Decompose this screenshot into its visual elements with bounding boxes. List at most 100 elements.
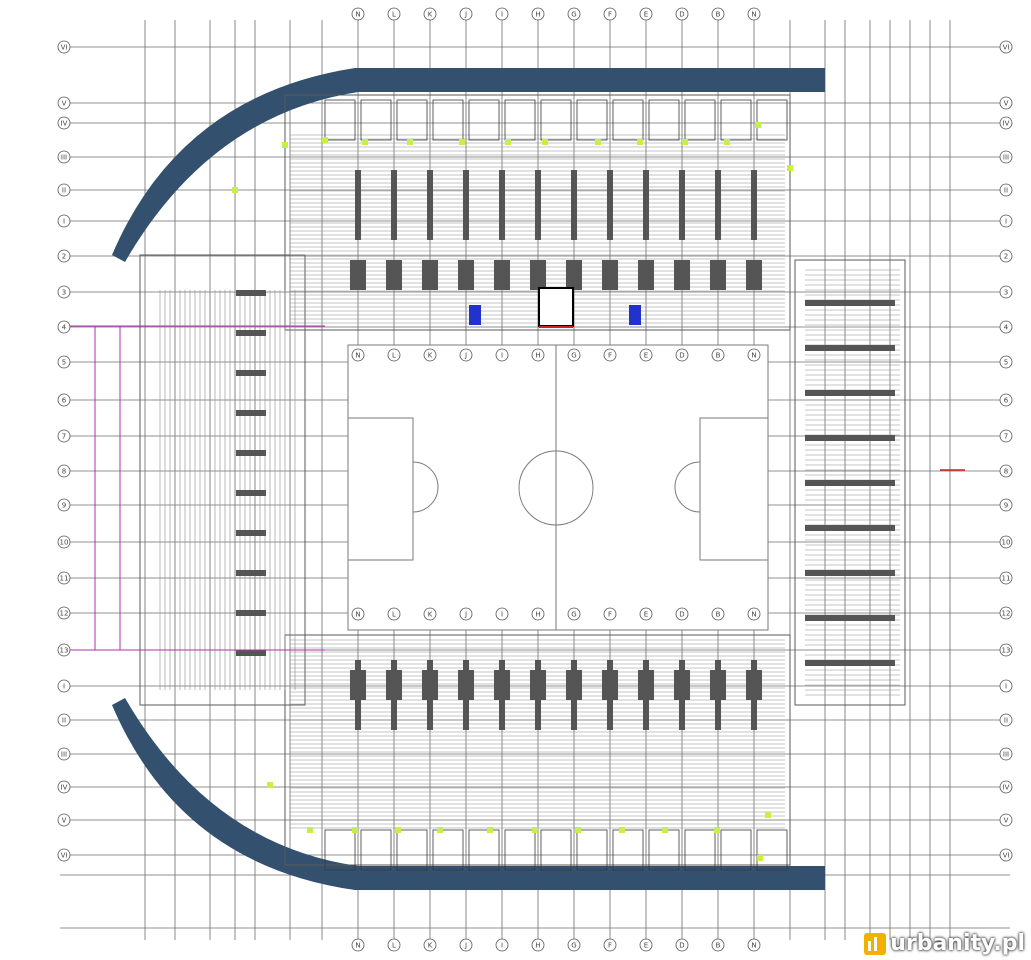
green-marker [714, 827, 720, 833]
grid-label-text: 9 [1004, 502, 1008, 510]
grid-label-text: H [535, 942, 540, 950]
grid-label: K [423, 348, 437, 362]
green-marker [662, 827, 668, 833]
grid-label: B [711, 938, 725, 952]
grid-label: IV [57, 116, 71, 130]
grid-label-text: K [428, 611, 433, 619]
kiosk-box [720, 829, 752, 871]
pitch [347, 344, 769, 631]
grid-label-text: IV [1003, 784, 1010, 792]
grid-label: D [675, 938, 689, 952]
stair-block [751, 170, 757, 240]
grid-label: 11 [999, 571, 1013, 585]
grid-label: 7 [57, 429, 71, 443]
bar-chart-logo-icon [864, 932, 887, 955]
press-box [538, 287, 574, 327]
grid-label: B [711, 7, 725, 21]
grid-label: I [999, 679, 1013, 693]
kiosk-box [324, 829, 356, 871]
penalty-arc-right [674, 461, 701, 513]
grid-label: III [57, 747, 71, 761]
grid-label-text: 6 [62, 397, 67, 405]
stair-block [638, 260, 654, 290]
grid-label-text: 9 [62, 502, 66, 510]
grid-label-text: G [571, 11, 576, 19]
grid-label: B [711, 348, 725, 362]
grid-label-text: B [716, 352, 721, 360]
stair-block [422, 670, 438, 700]
stair-block [805, 570, 895, 576]
stair-block [805, 525, 895, 531]
grid-label: B [711, 607, 725, 621]
green-marker [437, 827, 443, 833]
grid-label-text: VI [61, 44, 68, 52]
grid-label: J [459, 607, 473, 621]
green-marker [459, 139, 465, 145]
grid-label: 6 [999, 393, 1013, 407]
stair-block [236, 370, 266, 376]
grid-label-text: H [535, 611, 540, 619]
green-marker [505, 139, 511, 145]
grid-label-text: D [679, 942, 684, 950]
penalty-area-left [347, 417, 414, 561]
grid-label-text: N [355, 11, 360, 19]
grid-label: N [747, 7, 761, 21]
green-marker [282, 142, 288, 148]
stair-block [602, 260, 618, 290]
grid-label: 10 [999, 535, 1013, 549]
grid-label-text: G [571, 942, 576, 950]
grid-label: L [387, 938, 401, 952]
grid-label-text: J [464, 611, 467, 619]
grid-label: E [639, 7, 653, 21]
grid-label: 12 [999, 606, 1013, 620]
grid-label: 9 [999, 498, 1013, 512]
green-marker [755, 122, 761, 128]
grid-label-text: 7 [1004, 433, 1008, 441]
kiosk-box [576, 99, 608, 141]
grid-label: IV [57, 780, 71, 794]
grid-label-text: I [1005, 683, 1007, 691]
grid-label: 8 [57, 464, 71, 478]
penalty-arc-left [412, 461, 439, 513]
stair-block [236, 410, 266, 416]
grid-label-text: V [62, 817, 67, 825]
grid-label: N [747, 938, 761, 952]
grid-label: D [675, 348, 689, 362]
grid-label: 7 [999, 429, 1013, 443]
grid-label-text: D [679, 352, 684, 360]
grid-label-text: IV [61, 120, 68, 128]
grid-label-text: I [1005, 218, 1007, 226]
stair-block [805, 300, 895, 306]
stair-block [458, 260, 474, 290]
blue-seat-block-left [469, 305, 481, 325]
kiosk-box [432, 829, 464, 871]
grid-label: I [495, 7, 509, 21]
grid-label-text: 2 [1004, 253, 1008, 261]
grid-label: IV [999, 780, 1013, 794]
grid-label: G [567, 938, 581, 952]
grid-label: F [603, 348, 617, 362]
kiosk-box [756, 829, 788, 871]
stair-blocks [236, 99, 895, 871]
kiosk-box [468, 829, 500, 871]
grid-label: 10 [57, 535, 71, 549]
grid-label-text: 11 [1002, 575, 1011, 583]
grid-labels: NNNNLLLLKKKKJJJJIIIIHHHHGGGGFFFFEEEEDDDD… [57, 7, 1013, 952]
grid-label-text: L [392, 11, 396, 19]
grid-label-text: I [501, 611, 503, 619]
west-stand [139, 254, 306, 706]
magenta-lines [65, 325, 325, 651]
grid-label: 3 [57, 285, 71, 299]
grid-label-text: IV [61, 784, 68, 792]
grid-label: H [531, 348, 545, 362]
grid-label: V [999, 96, 1013, 110]
green-marker [575, 827, 581, 833]
grid-label-text: 2 [62, 253, 66, 261]
grid-label-text: 12 [60, 610, 69, 618]
grid-label-text: K [428, 11, 433, 19]
kiosk-box [684, 829, 716, 871]
stair-block [494, 670, 510, 700]
grid-label-text: D [679, 611, 684, 619]
grid-label-text: F [608, 11, 612, 19]
stair-block [535, 170, 541, 240]
